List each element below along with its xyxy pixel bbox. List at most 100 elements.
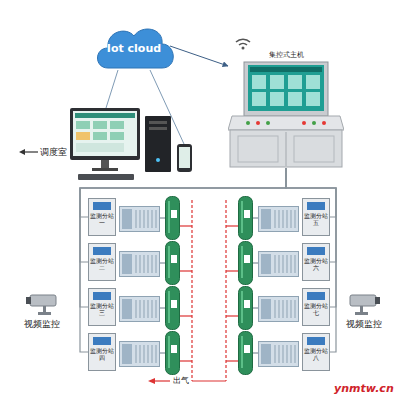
console-drawing (228, 50, 344, 168)
wifi-arc (239, 43, 247, 45)
console-body (230, 130, 342, 167)
screen-block (288, 75, 302, 89)
screen-block (93, 121, 107, 129)
station-label: 监测分站五 (303, 212, 329, 226)
gas-tank (166, 332, 180, 375)
gas-tank (239, 242, 253, 285)
tank-pipe (180, 225, 192, 226)
camera-label: 视频监控 (346, 318, 382, 331)
monitor-cabinet: 监测分站二 (88, 243, 116, 281)
phone (177, 144, 192, 172)
monitor-cabinet: 监测分站八 (302, 333, 330, 371)
screen-block (76, 132, 90, 140)
camera-icon (26, 295, 56, 315)
monitor-cabinet: 监测分站六 (302, 243, 330, 281)
cabinet-screen (93, 337, 111, 345)
compressor-unit (259, 207, 299, 232)
screen-block (270, 92, 284, 106)
indicator-light (256, 121, 260, 125)
cabinet-screen (307, 247, 325, 255)
signal-line (286, 168, 336, 352)
gas-tank (166, 287, 180, 330)
signal-line (80, 168, 286, 217)
pc-tower (145, 116, 171, 172)
console-label: 集控式主机 (228, 50, 344, 60)
cloud-node: Iot cloud (92, 22, 176, 70)
monitor-cabinet: 监测分站七 (302, 288, 330, 326)
screen-bar (250, 67, 322, 72)
station-label: 监测分站八 (303, 347, 329, 361)
network-arrow (170, 46, 228, 66)
station-label: 监测分站六 (303, 257, 329, 271)
unit-pipe (160, 218, 165, 219)
compressor-unit (259, 297, 299, 322)
screen-block (306, 92, 320, 106)
station-label: 监测分站一 (89, 212, 115, 226)
station-label: 监测分站二 (89, 257, 115, 271)
screen-bar (75, 113, 135, 118)
outlet-pipe (192, 380, 226, 381)
compressor-unit (259, 342, 299, 367)
monitor-stand (101, 160, 109, 168)
unit-pipe (160, 353, 165, 354)
door-panel (294, 136, 334, 162)
console-desk-top (228, 116, 344, 130)
cabinet-screen (93, 202, 111, 210)
signal-line (80, 168, 286, 307)
unit-pipe (253, 218, 258, 219)
gas-tank (239, 287, 253, 330)
camera-icon (350, 295, 380, 315)
screen-block (306, 75, 320, 89)
leader-arrow (24, 151, 38, 152)
gas-tank (239, 332, 253, 375)
monitor-cabinet: 监测分站四 (88, 333, 116, 371)
compressor-unit (120, 252, 160, 277)
indicator-light (302, 121, 306, 125)
camera-icon (350, 295, 380, 315)
signal-line (80, 168, 286, 352)
gas-tank (166, 242, 180, 285)
tower-bay (149, 127, 167, 130)
network-link (106, 70, 118, 108)
monitor-frame (70, 108, 140, 160)
arrow-head (19, 149, 25, 155)
door-panel (238, 136, 278, 162)
wifi-arc (236, 39, 250, 42)
watermark: ynmtw.cn (334, 382, 394, 395)
control-console: 集控式主机 (228, 50, 344, 168)
outlet-label: 出气 (172, 375, 190, 386)
tank-pipe (226, 270, 238, 271)
computer (70, 108, 192, 180)
manifold-pipe (191, 200, 192, 381)
screen-block (252, 75, 266, 89)
keyboard (78, 174, 134, 180)
unit-pipe (160, 263, 165, 264)
indicator-light (322, 121, 326, 125)
indicator-light (266, 121, 270, 125)
wifi-dot (242, 47, 245, 50)
manifold-pipe (225, 200, 226, 381)
tank-pipe (180, 315, 192, 316)
screen-block (288, 92, 302, 106)
cabinet-screen (93, 247, 111, 255)
compressor-unit (120, 297, 160, 322)
screen-block (252, 92, 266, 106)
tank-pipe (180, 360, 192, 361)
cabinet-screen (307, 202, 325, 210)
room-label: 调度室 (40, 146, 67, 159)
screen-block (93, 132, 107, 140)
screen-block (76, 121, 90, 129)
arrow-head (148, 378, 155, 384)
station-label: 监测分站七 (303, 302, 329, 316)
tank-pipe (226, 315, 238, 316)
cloud-label: Iot cloud (92, 22, 176, 55)
cabinet-screen (93, 292, 111, 300)
compressor-unit (120, 207, 160, 232)
cabinet-screen (307, 292, 325, 300)
tank-pipe (180, 270, 192, 271)
station-label: 监测分站三 (89, 302, 115, 316)
signal-line (80, 168, 286, 262)
screen-block (270, 75, 284, 89)
monitor-cabinet: 监测分站一 (88, 198, 116, 236)
unit-pipe (160, 308, 165, 309)
